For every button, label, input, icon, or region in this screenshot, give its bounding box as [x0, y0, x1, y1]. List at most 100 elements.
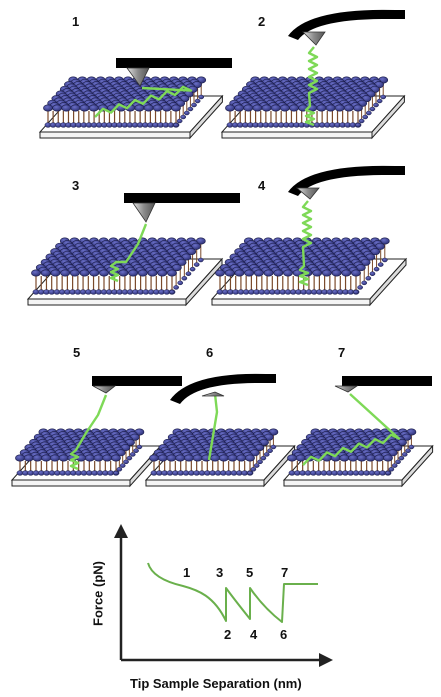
substrate-front	[39, 131, 191, 139]
lipid-head	[84, 454, 95, 462]
lipid-head	[129, 452, 136, 457]
lipid-head	[147, 269, 158, 277]
lipid-head	[69, 269, 80, 277]
lipid-head	[234, 269, 245, 277]
lipid-head	[99, 269, 109, 277]
protein-chain-3	[109, 223, 148, 283]
y-axis-label: Force (pN)	[90, 561, 106, 626]
lipid-head	[215, 269, 225, 277]
plot-trough-label-6: 6	[280, 627, 288, 642]
lipid-head	[119, 463, 126, 468]
lipid-head	[365, 276, 372, 281]
lipid-head	[385, 470, 391, 476]
protein-strand	[207, 393, 219, 461]
lipid-head	[260, 455, 267, 461]
plot-peak-label-7: 7	[281, 565, 289, 580]
protein-strand	[302, 393, 401, 466]
lipid-head	[111, 454, 121, 462]
cantilever-3	[124, 193, 240, 223]
lipid-head	[189, 266, 196, 272]
y-axis-arrow	[114, 524, 128, 538]
lipid-head	[289, 104, 299, 112]
lipid-head	[351, 269, 361, 277]
lipid-head	[270, 444, 277, 450]
lipid-head	[283, 269, 293, 277]
lipid-head	[210, 454, 220, 462]
lipid-head	[128, 269, 139, 277]
cantilever-6	[170, 373, 276, 404]
protein-chain-1	[94, 85, 193, 118]
lipid-head	[244, 269, 255, 277]
lipid-head	[408, 444, 415, 450]
lipid-head	[183, 110, 190, 116]
lipid-head	[15, 454, 25, 462]
lipid-head	[79, 104, 90, 112]
protein-strand	[109, 223, 148, 283]
lipid-head	[143, 104, 154, 112]
membrane-panel-5	[10, 428, 162, 488]
lipid-head	[198, 94, 205, 100]
cantilever-4	[288, 165, 405, 200]
lipid-head	[373, 102, 379, 108]
plot-peak-label-3: 3	[216, 565, 224, 580]
lipid-head	[321, 269, 332, 277]
afm-tip	[126, 67, 150, 87]
lipid-head	[405, 448, 411, 453]
panel-label-1: 1	[72, 14, 80, 29]
lipid-head	[89, 269, 100, 277]
x-axis-label: Tip Sample Separation (nm)	[130, 676, 302, 691]
lipid-head	[52, 104, 63, 112]
lipid-head	[175, 454, 186, 462]
lipid-head	[292, 269, 303, 277]
lipid-head	[263, 452, 270, 457]
substrate-front	[11, 479, 131, 487]
lipid-head	[180, 114, 187, 120]
membrane-panel-3	[26, 237, 224, 307]
lipid-head	[40, 269, 51, 277]
lipid-head	[137, 269, 148, 277]
afm-tip	[302, 31, 326, 46]
lipid-head	[41, 454, 52, 462]
lipid-head	[118, 269, 129, 277]
cantilever-5	[92, 376, 182, 394]
lipid-head	[227, 454, 238, 462]
lipid-head	[192, 454, 203, 462]
lipid-head	[157, 454, 168, 462]
lipid-head	[93, 454, 104, 462]
lipid-head	[339, 454, 350, 462]
lipid-head	[236, 454, 247, 462]
membrane-panel-7	[282, 428, 434, 488]
lipid-head	[343, 104, 354, 112]
lipid-head	[341, 269, 352, 277]
lipid-head	[376, 98, 383, 104]
lipid-head	[380, 94, 387, 100]
cantilever-beam	[124, 193, 240, 203]
lipid-head	[31, 269, 41, 277]
protein-strand	[304, 46, 319, 127]
lipid-head	[23, 454, 34, 462]
lipid-head	[263, 269, 274, 277]
lipid-head	[373, 266, 380, 272]
lipid-head	[365, 454, 376, 462]
cantilever-1	[116, 58, 232, 87]
cantilever-beam	[116, 58, 232, 68]
substrate-front	[145, 479, 265, 487]
force-plot	[114, 524, 333, 667]
lipid-head	[224, 269, 235, 277]
lipid-head	[391, 463, 398, 468]
plot-peak-label-5: 5	[246, 565, 254, 580]
lipid-head	[126, 455, 133, 461]
lipid-head	[331, 269, 342, 277]
lipid-head	[60, 269, 71, 277]
lipid-head	[312, 269, 323, 277]
protein-chain-7	[302, 393, 401, 466]
lipid-head	[177, 280, 184, 286]
substrate-front	[283, 479, 403, 487]
lipid-head	[374, 454, 385, 462]
lipid-head	[61, 104, 72, 112]
lipid-head	[123, 459, 129, 465]
lipid-head	[79, 269, 90, 277]
cantilever-beam-bent	[288, 165, 405, 196]
membrane-panel-1	[38, 76, 224, 140]
lipid-head	[171, 104, 181, 112]
